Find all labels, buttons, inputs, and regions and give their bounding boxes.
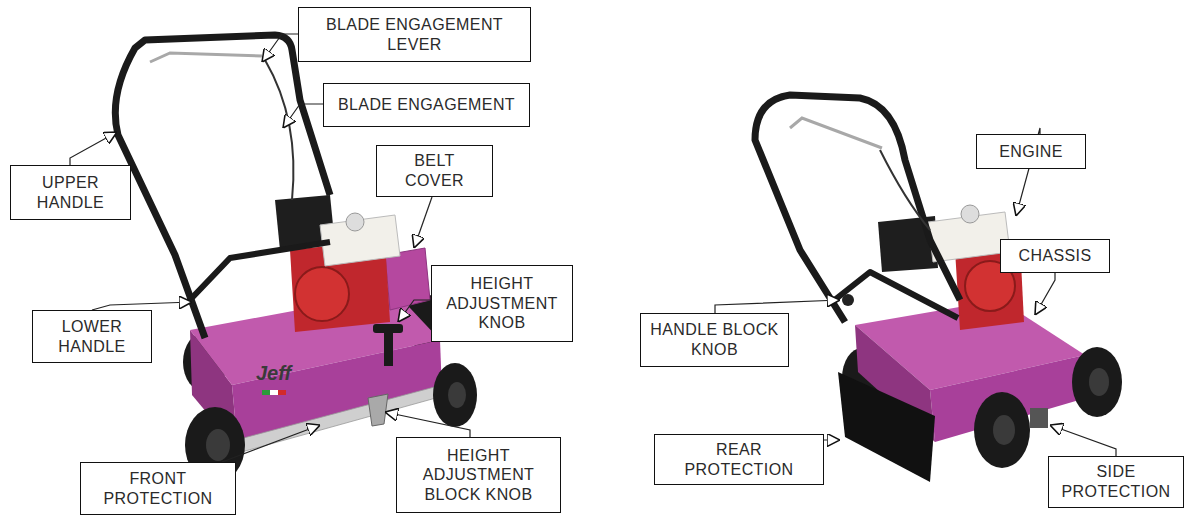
handle-tube: [755, 95, 960, 322]
handle-knob-shape: [842, 294, 854, 306]
callout-box: CHASSIS: [1000, 239, 1110, 273]
flag-stripe: [262, 390, 270, 395]
fuel-cap: [961, 205, 979, 223]
flag-stripe: [270, 390, 278, 395]
leader-line: [414, 197, 432, 248]
leader-line: [92, 302, 192, 310]
callout-box: BELT COVER: [376, 145, 493, 197]
callout-text: BLADE ENGAGEMENT LEVER: [309, 15, 520, 54]
callout-box: UPPER HANDLE: [10, 165, 131, 220]
callout-box: ENGINE: [976, 134, 1086, 169]
callout-box: HANDLE BLOCK KNOB: [640, 313, 789, 367]
callout-text: HANDLE BLOCK KNOB: [647, 320, 782, 359]
engagement-cable: [880, 150, 930, 230]
leader-line: [1050, 425, 1116, 456]
leader-line: [283, 104, 323, 128]
wheel-hub: [993, 415, 1015, 445]
callout-box: BLADE ENGAGEMENT: [323, 83, 530, 127]
leader-lines: [70, 34, 1116, 462]
handle-crossbar: [188, 242, 330, 302]
callout-box: FRONT PROTECTION: [80, 462, 236, 515]
callout-text: FRONT PROTECTION: [91, 469, 225, 508]
callout-text: HEIGHT ADJUSTMENT BLOCK KNOB: [407, 446, 550, 505]
leader-line: [398, 300, 431, 322]
wheel-hub: [1089, 368, 1109, 396]
callout-text: BLADE ENGAGEMENT: [338, 95, 515, 115]
engine-recoil: [295, 267, 349, 321]
leader-line: [70, 132, 117, 165]
leader-line: [715, 300, 840, 313]
right-machine: [755, 95, 1122, 482]
wheel: [1072, 347, 1122, 417]
callout-text: SIDE PROTECTION: [1059, 462, 1173, 501]
side-guard: [1030, 408, 1048, 428]
wheel: [433, 363, 477, 427]
callout-box: REAR PROTECTION: [654, 434, 824, 485]
leader-line: [385, 412, 470, 437]
brand-logo: Jeff: [256, 362, 291, 385]
callout-text: BELT COVER: [387, 151, 482, 190]
engagement-lever: [790, 118, 882, 148]
wheel-hub: [206, 429, 230, 461]
callout-box: HEIGHT ADJUSTMENT BLOCK KNOB: [396, 437, 561, 513]
callout-box: SIDE PROTECTION: [1048, 456, 1184, 508]
callout-text: LOWER HANDLE: [43, 317, 141, 356]
leader-line: [222, 425, 320, 462]
leader-line: [262, 34, 298, 62]
callout-text: HEIGHT ADJUSTMENT KNOB: [442, 274, 562, 333]
handle-crossbar: [832, 272, 958, 318]
callout-text: CHASSIS: [1018, 246, 1091, 266]
block-knob-shape: [368, 394, 388, 426]
wheel-hub: [448, 382, 466, 408]
wheel: [974, 392, 1030, 468]
height-knob-grip: [373, 324, 403, 333]
callout-text: REAR PROTECTION: [665, 440, 813, 479]
engagement-cable: [265, 60, 293, 200]
callout-box: LOWER HANDLE: [32, 310, 152, 363]
height-knob-stem: [384, 330, 393, 366]
callout-box: BLADE ENGAGEMENT LEVER: [298, 7, 531, 62]
engagement-lever: [150, 53, 262, 62]
rear-flap: [838, 372, 935, 482]
callout-box: HEIGHT ADJUSTMENT KNOB: [431, 265, 573, 342]
leader-line: [1035, 273, 1055, 315]
flag-stripe: [278, 390, 286, 395]
handle-tube: [115, 35, 330, 338]
fuel-cap: [346, 213, 364, 231]
callout-text: UPPER HANDLE: [21, 173, 120, 212]
callout-text: ENGINE: [999, 142, 1063, 162]
